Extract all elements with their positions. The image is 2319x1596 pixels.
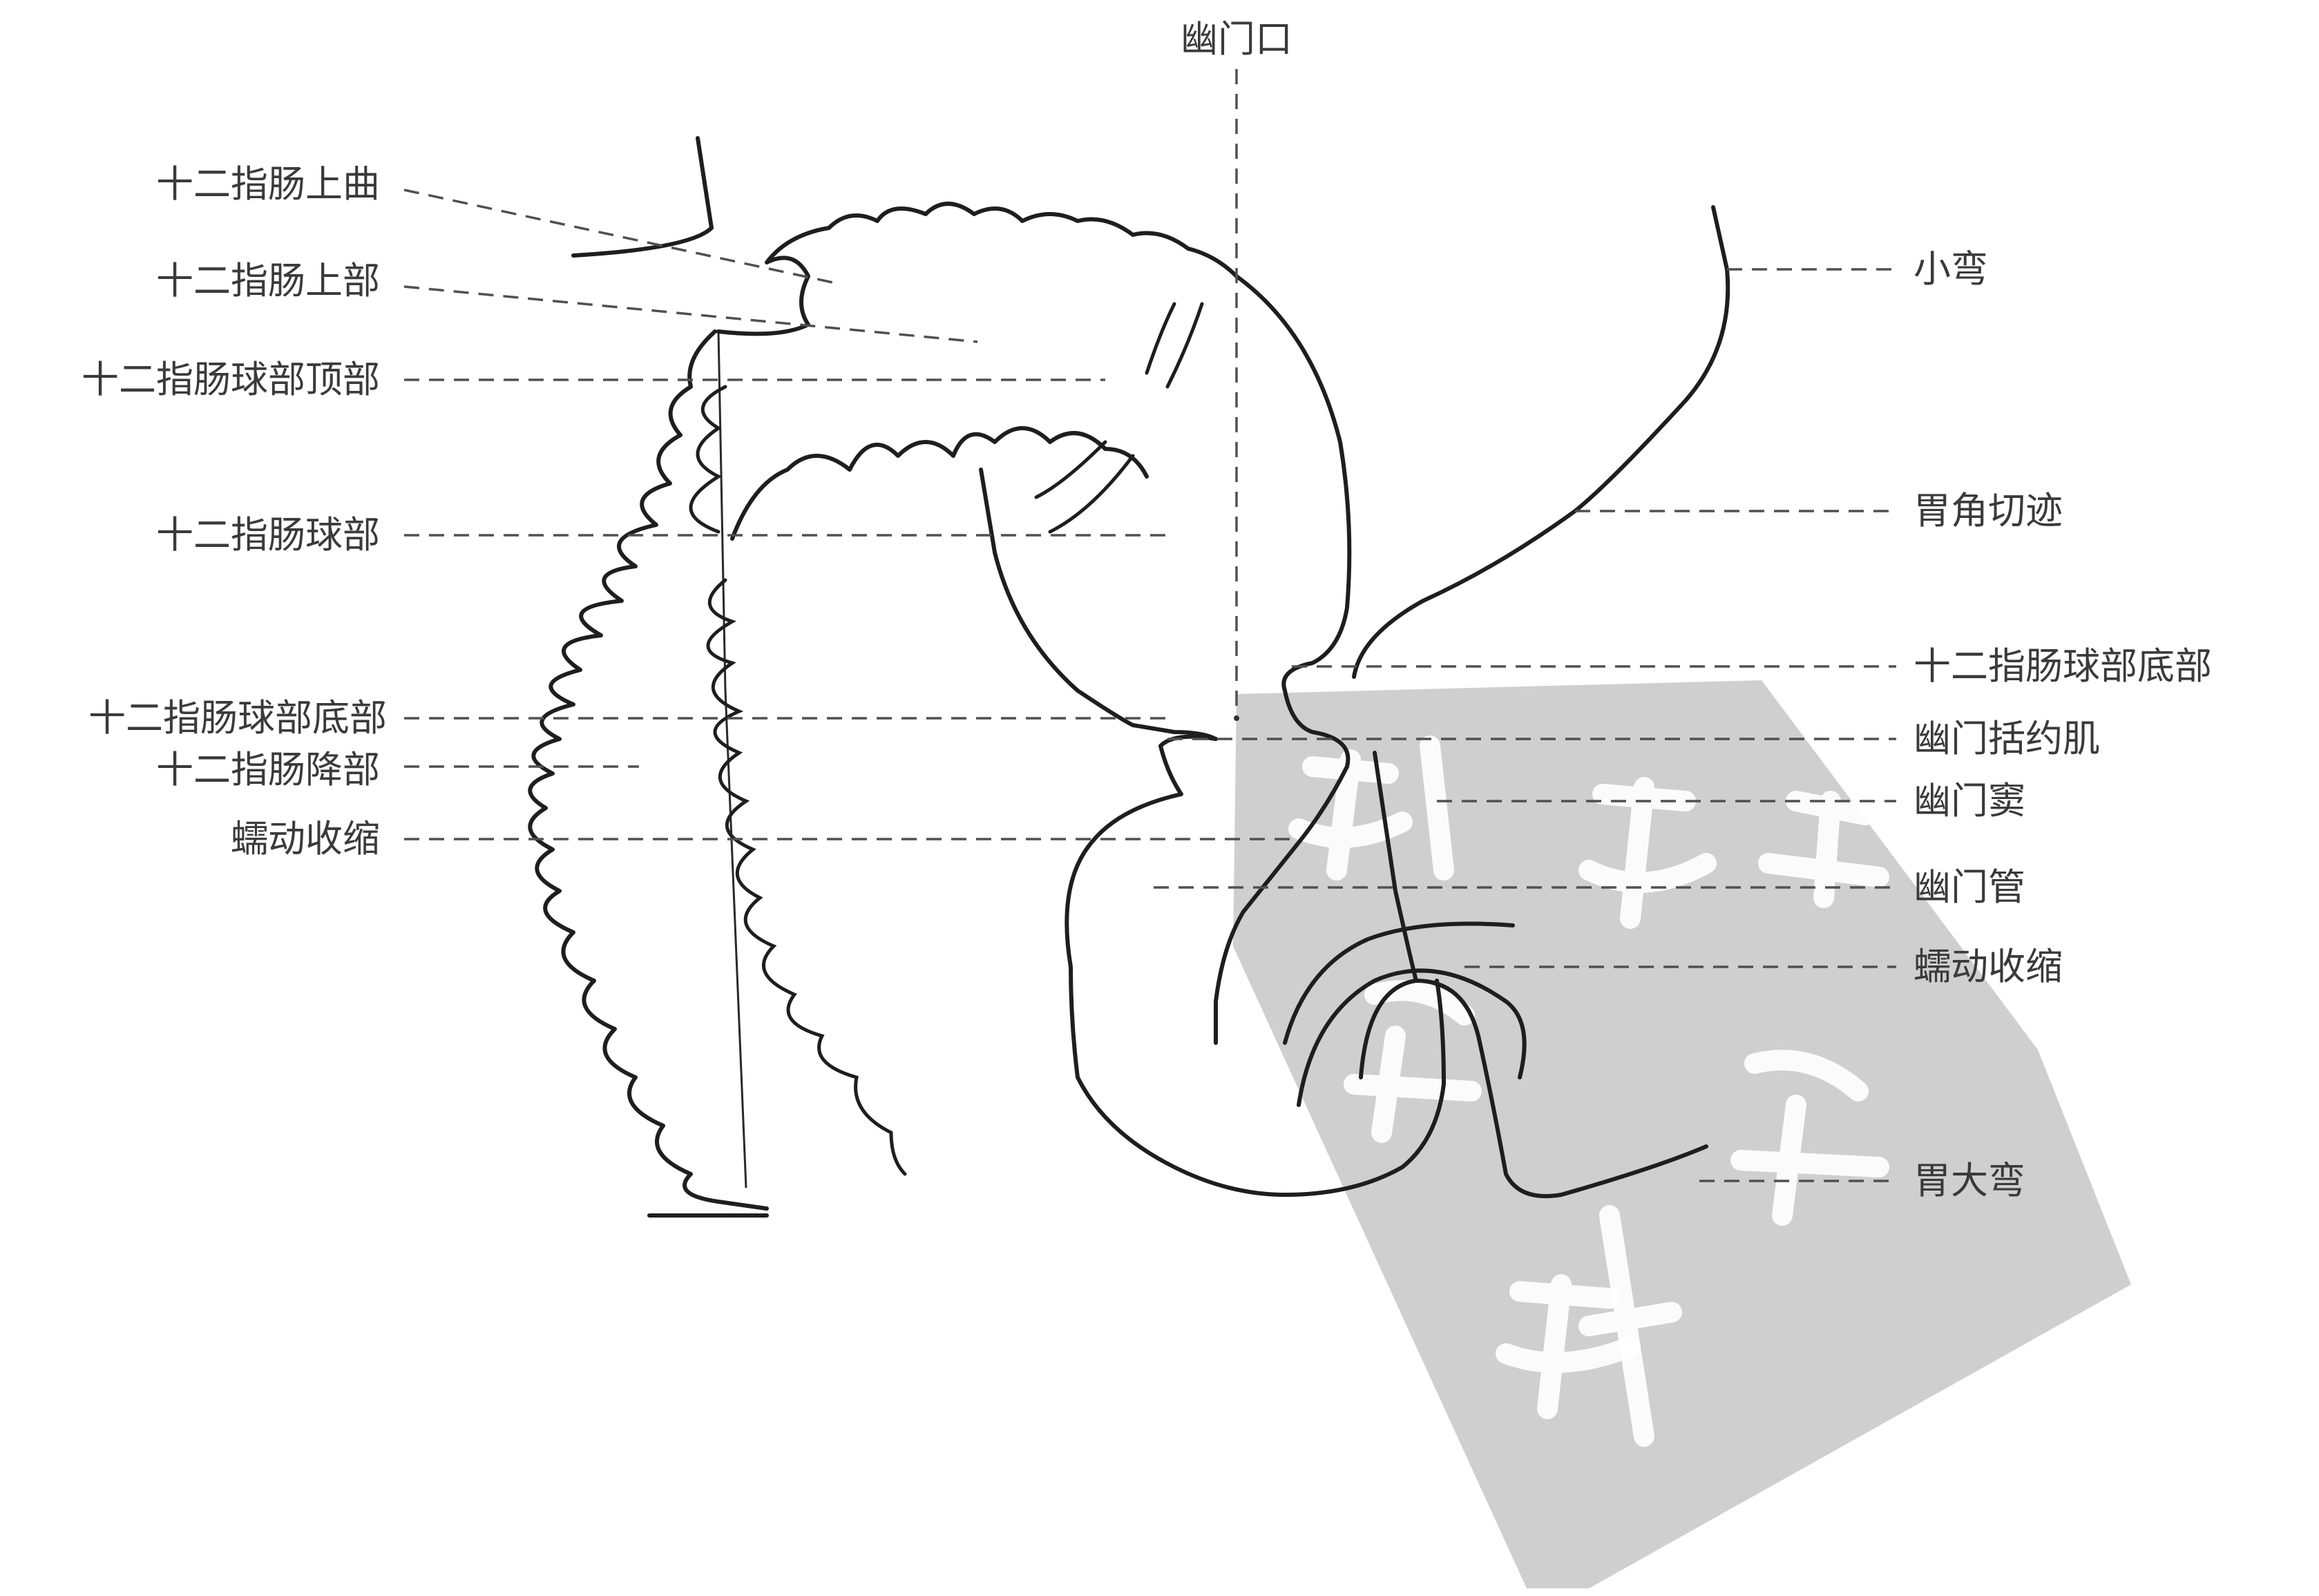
label-lesser-curvature: 小弯	[1914, 247, 1988, 291]
label-duod-bulb-apex: 十二指肠球部顶部	[82, 358, 380, 401]
label-duod-superior-flexure: 十二指肠上曲	[156, 162, 380, 206]
label-duod-superior-part: 十二指肠上部	[156, 259, 380, 302]
duodenal-bulb-right-wall	[981, 470, 1216, 739]
label-duod-descending: 十二指肠降部	[156, 748, 380, 791]
bulb-fold-hatch-lower	[1036, 442, 1133, 532]
leader-duod-superior-part	[404, 287, 977, 342]
pyloric-orifice-dot	[1234, 715, 1239, 721]
label-peristalsis-right: 蠕动收缩	[1914, 945, 2063, 988]
label-duod-bulb-base-left: 十二指肠球部底部	[88, 696, 387, 740]
label-pyloric-canal: 幽门管	[1914, 865, 2025, 909]
label-duod-bulb-base-right: 十二指肠球部底部	[1914, 644, 2212, 688]
label-pyloric-sphincter: 幽门括约肌	[1914, 717, 2100, 760]
duodenal-bulb-lower-edge	[732, 428, 1147, 539]
label-pyloric-antrum: 幽门窦	[1914, 779, 2025, 823]
label-duod-bulb: 十二指肠球部	[156, 513, 380, 557]
lesser-curvature-line	[1354, 207, 1728, 677]
label-peristalsis-left: 蠕动收缩	[231, 817, 380, 861]
label-angular-incisure: 胃角切迹	[1914, 489, 2063, 532]
bulb-fold-hatch-top	[1147, 304, 1202, 387]
label-pyloric-orifice: 幽门口	[1181, 17, 1292, 61]
duodenal-bulb-top-edge	[718, 204, 1237, 334]
duodenum-mucosal-folds	[691, 387, 905, 1174]
duodenum-outer-wall	[530, 138, 767, 1215]
label-greater-curvature: 胃大弯	[1914, 1159, 2025, 1202]
leader-duod-superior-flexure	[404, 190, 836, 283]
